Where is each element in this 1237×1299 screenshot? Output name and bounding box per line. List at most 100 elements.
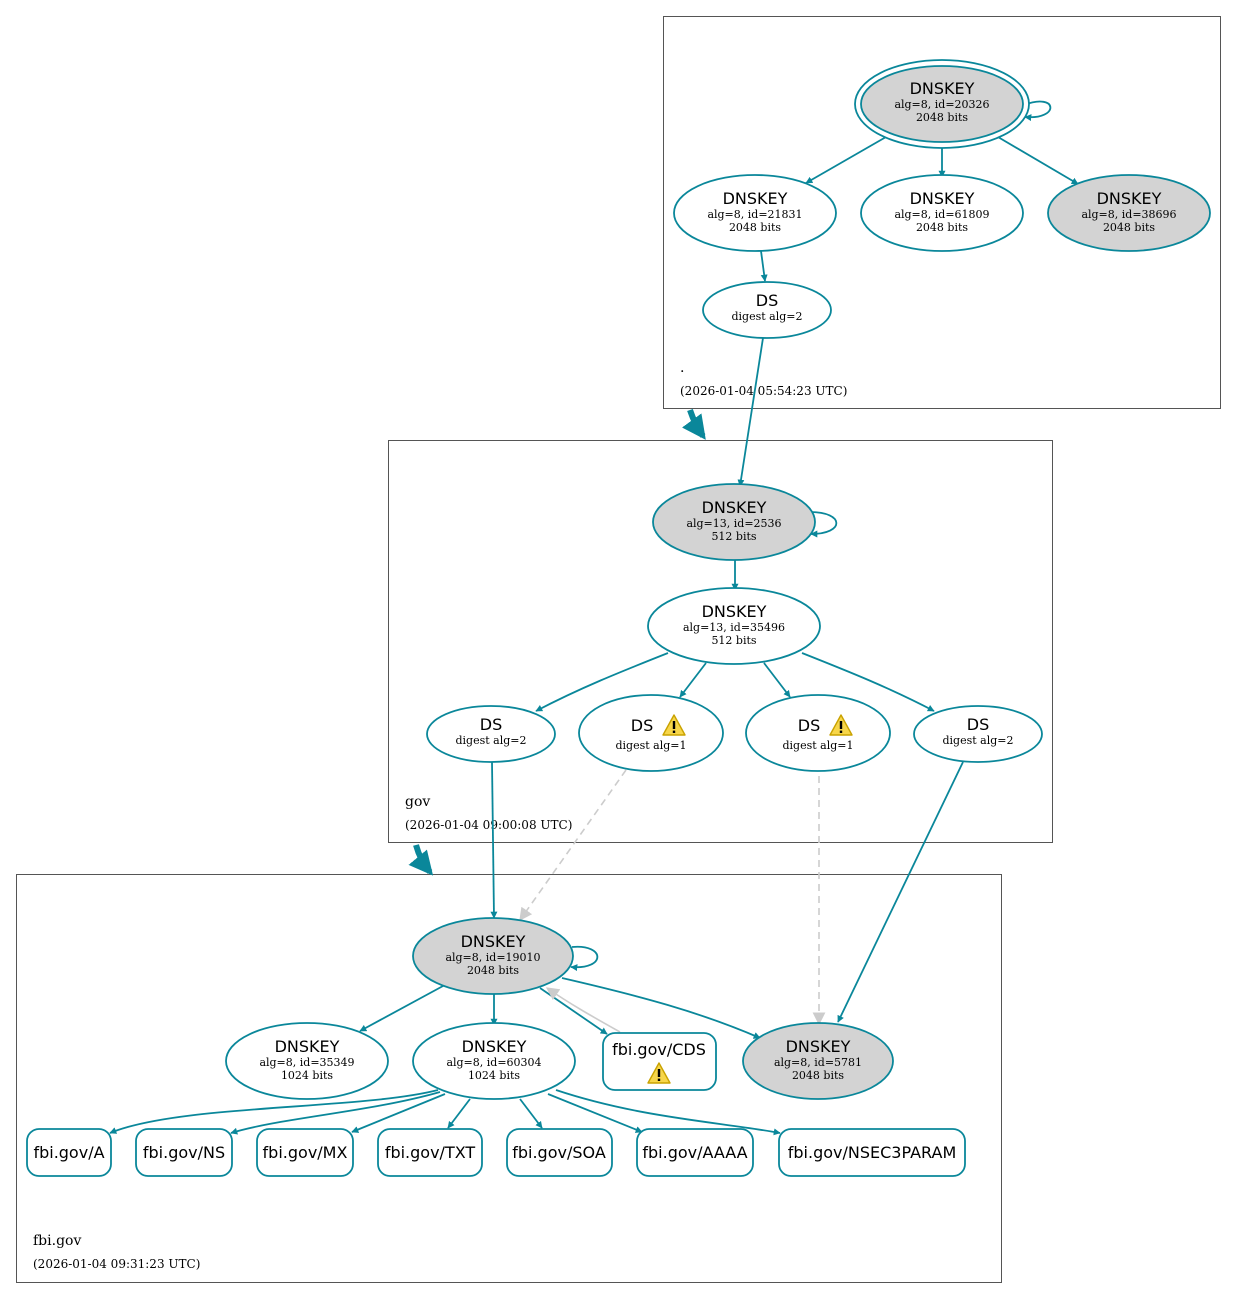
zone-gov-box [388,440,1053,843]
node-title: DNSKEY [702,498,767,517]
node-detail: 2048 bits [467,964,519,977]
node-root-key3[interactable]: DNSKEY alg=8, id=38696 2048 bits [1047,174,1211,252]
edge-zsk-rr-ns [230,1091,441,1135]
node-detail: alg=8, id=19010 [445,951,540,964]
node-detail: 512 bits [711,530,756,543]
rrset-soa[interactable]: fbi.gov/SOA [506,1128,613,1177]
rrset-nsec3param[interactable]: fbi.gov/NSEC3PARAM [778,1128,966,1177]
node-detail: alg=13, id=2536 [686,517,781,530]
edge-gov-zsk-ds4 [801,652,935,712]
node-fbi-zsk1[interactable]: DNSKEY alg=8, id=35349 1024 bits [225,1022,389,1100]
rrset-label: fbi.gov/TXT [385,1143,476,1162]
edge-self-fbi-ksk [570,946,599,972]
node-gov-ds1[interactable]: DS digest alg=2 [426,705,556,763]
rrset-label: fbi.gov/NS [143,1143,225,1162]
node-gov-ds2[interactable]: DS digest alg=1 [578,694,724,772]
zone-root-box [663,16,1221,409]
node-detail: alg=8, id=20326 [894,98,989,111]
edge-zsk-rr-soa [519,1098,543,1129]
zone-fbi: fbi.gov (2026-01-04 09:31:23 UTC) [16,874,1002,1283]
edge-gov-ds4-fbi-ksk2 [837,761,964,1023]
node-root-zsk1[interactable]: DNSKEY alg=8, id=21831 2048 bits [673,174,837,252]
edge-zsk-rr-nsec3param [555,1089,781,1136]
node-gov-ds3[interactable]: DS digest alg=1 [745,694,891,772]
zone-root: . (2026-01-04 05:54:23 UTC) [663,16,1221,409]
edge-gov-zsk-ds3 [763,662,791,698]
edge-zsk-rr-txt [447,1098,471,1129]
edge-fbi-ksk-zsk1 [359,985,444,1032]
node-detail: alg=8, id=5781 [774,1056,862,1069]
node-title: DS [798,716,820,735]
node-fbi-ksk2[interactable]: DNSKEY alg=8, id=5781 2048 bits [742,1022,894,1100]
delegation-gov-to-fbi [408,844,434,876]
node-title: DNSKEY [910,189,975,208]
edge-root-ds-gov-ksk [737,337,764,487]
node-detail: 2048 bits [916,221,968,234]
node-title: fbi.gov/CDS [612,1040,706,1059]
node-detail: 2048 bits [1103,221,1155,234]
node-root-ds[interactable]: DS digest alg=2 [702,281,832,339]
node-gov-zsk[interactable]: DNSKEY alg=13, id=35496 512 bits [647,587,821,665]
node-detail: alg=8, id=21831 [707,208,802,221]
node-gov-ksk[interactable]: DNSKEY alg=13, id=2536 512 bits [652,483,816,561]
rrset-label: fbi.gov/SOA [512,1143,606,1162]
node-fbi-zsk2[interactable]: DNSKEY alg=8, id=60304 1024 bits [412,1022,576,1100]
node-title: DS [967,715,989,734]
node-detail: 1024 bits [468,1069,520,1082]
edge-self-gov-ksk [809,511,838,538]
node-title: DNSKEY [723,189,788,208]
node-title: DNSKEY [1097,189,1162,208]
zone-fbi-name: fbi.gov [33,1233,81,1249]
edge-root-zsk1-ds [760,250,768,282]
node-detail: digest alg=2 [731,310,802,323]
node-detail: digest alg=2 [942,734,1013,747]
node-root-ksk[interactable]: DNSKEY alg=8, id=20326 2048 bits [854,59,1030,149]
node-fbi-cds[interactable]: fbi.gov/CDS [602,1032,717,1091]
zone-fbi-box [16,874,1002,1283]
node-detail: alg=8, id=60304 [446,1056,541,1069]
rrset-aaaa[interactable]: fbi.gov/AAAA [636,1128,754,1177]
rrset-ns[interactable]: fbi.gov/NS [135,1128,233,1177]
rrset-label: fbi.gov/A [33,1143,104,1162]
rrset-label: fbi.gov/AAAA [642,1143,747,1162]
edge-gov-zsk-ds1 [535,652,669,712]
edge-self-root-ksk [1023,100,1052,122]
zone-root-time: (2026-01-04 05:54:23 UTC) [680,384,847,398]
edge-cds-fbi-ksk [545,987,621,1033]
rrset-label: fbi.gov/MX [263,1143,348,1162]
edge-gov-ds2-fbi-ksk [519,769,627,922]
node-fbi-ksk[interactable]: DNSKEY alg=8, id=19010 2048 bits [412,917,574,995]
node-detail: alg=8, id=35349 [259,1056,354,1069]
rrset-a[interactable]: fbi.gov/A [26,1128,112,1177]
rrset-txt[interactable]: fbi.gov/TXT [377,1128,483,1177]
node-title: DNSKEY [910,79,975,98]
node-detail: digest alg=1 [615,739,686,752]
edge-fbi-ksk-ksk2 [561,977,761,1039]
node-title: DS [756,291,778,310]
edge-fbi-ksk-cds [539,987,608,1035]
edge-zsk-rr-aaaa [547,1093,643,1133]
node-root-zsk2[interactable]: DNSKEY alg=8, id=61809 2048 bits [860,174,1024,252]
node-detail: 512 bits [711,634,756,647]
zone-gov-name: gov [405,794,430,810]
delegation-root-to-gov [682,409,706,440]
node-detail: 2048 bits [729,221,781,234]
node-detail: 1024 bits [281,1069,333,1082]
node-detail: alg=8, id=38696 [1081,208,1176,221]
rrset-mx[interactable]: fbi.gov/MX [256,1128,354,1177]
zone-gov: gov (2026-01-04 09:00:08 UTC) [388,440,1053,843]
edge-zsk-rr-mx [351,1093,446,1133]
node-title: DNSKEY [462,1037,527,1056]
node-gov-ds4[interactable]: DS digest alg=2 [913,705,1043,763]
edge-gov-zsk-ds2 [679,662,707,698]
node-title: DS [480,715,502,734]
node-title: DNSKEY [461,932,526,951]
node-title: DNSKEY [275,1037,340,1056]
edge-gov-ds1-fbi-ksk [490,761,498,919]
node-detail: alg=13, id=35496 [683,621,785,634]
node-title: DNSKEY [702,602,767,621]
node-detail: alg=8, id=61809 [894,208,989,221]
zone-root-name: . [680,360,684,376]
edge-root-ksk-zsk1 [805,136,887,184]
node-title: DNSKEY [786,1037,851,1056]
